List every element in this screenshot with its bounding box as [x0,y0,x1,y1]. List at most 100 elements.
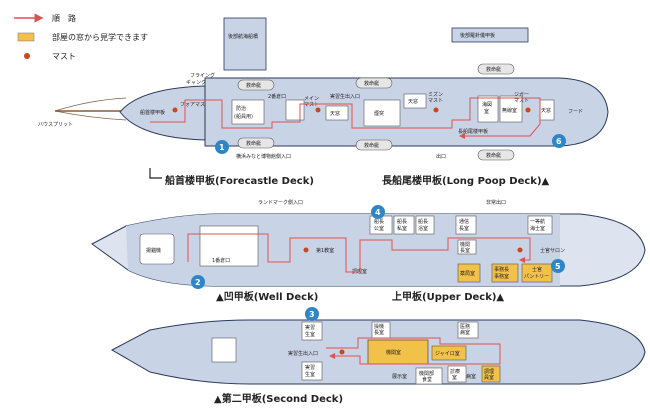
long-poop-hull [204,77,609,147]
marker-1-label: 1 [219,143,225,152]
route-bottom [326,337,501,365]
second-mast-dot [339,349,345,355]
bosun-store-label: 防治 [236,105,246,112]
marker-5-label: 5 [555,262,561,271]
trainee-room-2 [301,361,323,381]
skylight-label: 天窓 [330,110,340,117]
hatch2-label: 2番倉口 [268,93,286,100]
bridge-deck-label: 後部航海船橋 [228,33,258,40]
forecastle-deck-label: 船首楼甲板 [140,109,165,116]
engine-room-label: 機関室 [386,349,401,356]
legend: 順 路 部屋の窓から見学できます マスト [14,13,148,61]
chief-officer-room [527,215,553,235]
purser-office [491,263,519,283]
trainee-room-1 [301,321,323,341]
mast-legend-dot [24,53,30,59]
trainee-entrance-top-label: 実習生出入口 [330,93,360,100]
captain-office-label: 公室 [374,225,384,232]
lifeboat [477,149,515,161]
sea-map-room [477,95,499,123]
wireless-room [499,95,523,123]
bowsprit-label: バウスプリット [38,121,73,128]
middle-ship: 揚錨機 1番倉口 第1教室 調理室 船長 公室 船長 私室 船長 浴室 通信 長… [91,199,646,303]
pharmacy-label: 薬局室 [460,270,475,277]
lifeboat [237,79,275,91]
trainee-entrance-second-label: 実習生出入口 [288,350,318,357]
captain-bath-label: 浴室 [418,225,428,232]
gyro-room-label: ジャイロ室 [435,350,460,357]
cook-crew-label: 員室 [484,374,494,381]
landmark-entrance-label: ランドマーク側入口 [258,199,303,206]
hatch1-label: 1番倉口 [212,257,230,264]
svg-text:室: 室 [484,108,489,115]
svg-text:機関: 機関 [460,241,470,248]
long-poop-caption: 長船尾楼甲板(Long Poop Deck)▲ [382,174,550,187]
jigger-mast-dot [525,107,531,113]
marker-3-label: 3 [309,310,315,319]
comm-chief-room [455,215,477,235]
sea-map-label: 海図 [482,101,492,108]
salon-mast-dot [517,247,523,253]
wireless-label: 無線室 [502,107,517,114]
engine-crew-mess [415,367,443,385]
skylight-label: 天窓 [541,107,551,114]
doctor-office [457,321,479,339]
svg-text:診療: 診療 [450,368,460,375]
svg-text:実習: 実習 [305,324,315,331]
captain-room [393,215,415,235]
marker-4 [371,205,385,219]
hatch1-box [199,225,259,267]
well-caption: ▲凹甲板(Well Deck) [216,290,318,303]
mizzen-mast-label: ミズン [428,91,443,98]
lifeboat-label: 救命艇 [246,140,261,147]
mizzen-mast-dot [433,107,439,113]
comm-chief-label: 長室 [459,225,469,232]
svg-text:船長: 船長 [397,218,407,225]
lifeboat [477,63,515,75]
route-middle [187,233,531,273]
marker-6-label: 6 [556,137,562,146]
legend-window: 部屋の窓から見学できます [52,32,148,42]
svg-text:一等航: 一等航 [530,218,545,225]
svg-text:マスト: マスト [428,98,443,104]
legend-mast: マスト [52,52,76,61]
svg-text:通信: 通信 [459,218,469,225]
lifeboat [237,137,275,149]
cook-crew-room [481,365,501,383]
skylight-label: 天窓 [408,98,418,105]
rear-compass-deck [451,27,529,43]
marker-1 [215,140,229,154]
emergency-exit-label: 非常出口 [486,199,506,206]
exit-label: 出口 [436,153,446,160]
clinic-room [447,365,467,383]
chief-engineer-label: 長室 [460,247,470,254]
doctor-office-label: 病室 [460,329,470,336]
pharmacy-room [457,263,481,283]
main-mast-label: メイン [304,96,319,102]
bosun-store-room [231,99,265,125]
rear-bridge-tower [223,17,267,71]
lifeboat-label: 救命艇 [364,80,379,87]
skylight-2 [403,93,427,109]
officer-pantry-label: パントリー [524,274,549,280]
captain-room-label: 私室 [397,225,407,232]
svg-text:マスト: マスト [514,98,529,104]
top-ship: バウスプリット 船首楼甲板 フォアマスト フライング ギャングウェイ 後部航海船… [38,17,609,187]
marker-2 [191,275,205,289]
chief-engineer-room [457,239,477,255]
svg-text:(船員用): (船員用) [234,113,253,120]
lifeboat [355,139,393,151]
forecastle-caption: 船首楼甲板(Forecastle Deck) [165,174,314,187]
marker-6 [552,134,566,148]
officer-salon-label: 士官サロン [540,247,565,254]
svg-text:ギャングウェイ: ギャングウェイ [186,79,221,86]
jigger-mast-label: ジガー [514,91,529,98]
svg-text:事務長: 事務長 [494,266,509,273]
purser-office-label: 事務室 [494,273,509,280]
hospital-label: 病室 [466,373,476,380]
capstan [139,233,175,265]
marker-4-label: 4 [375,208,381,217]
officer-pantry [521,263,553,283]
hatch2-box [285,99,305,121]
gyro-room [431,345,467,361]
